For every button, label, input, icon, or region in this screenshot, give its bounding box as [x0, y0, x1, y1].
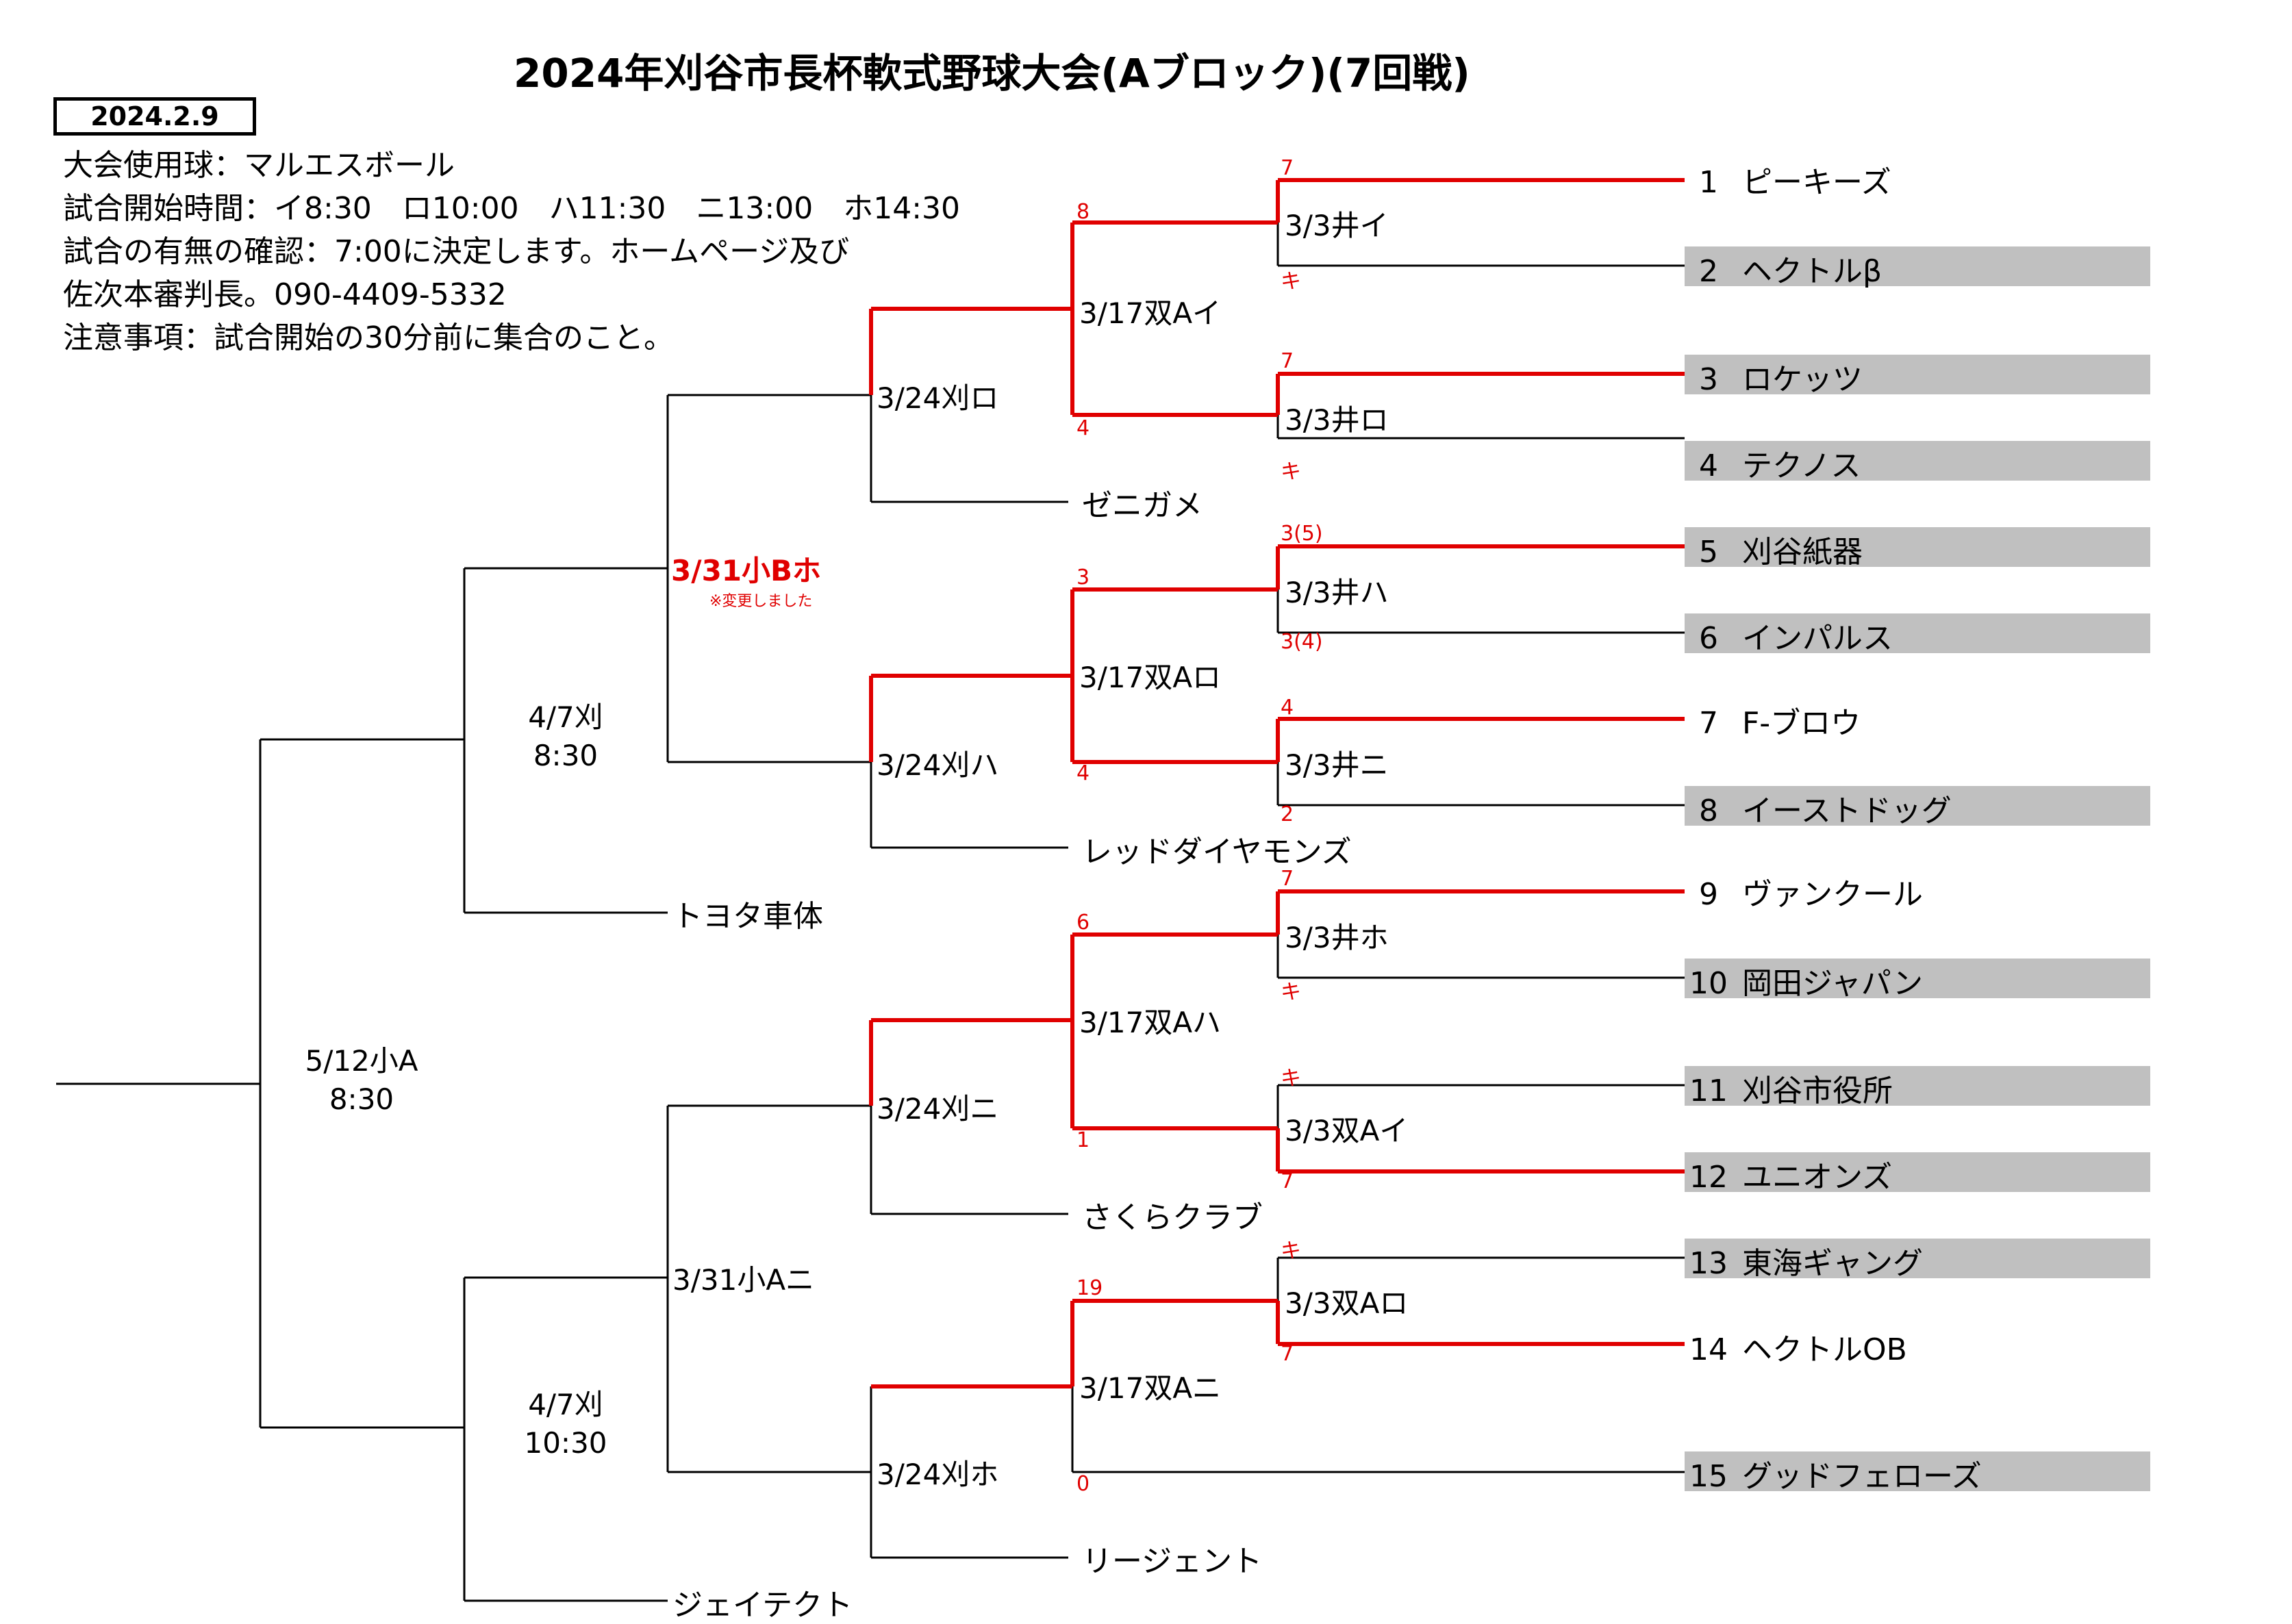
- info-umpire: 佐次本審判長。090-4409-5332: [63, 277, 507, 312]
- score: 8: [1076, 200, 1090, 224]
- score: 3: [1076, 566, 1090, 589]
- score: 7: [1281, 349, 1294, 373]
- entry-7: 7 F-ブロウ: [1699, 706, 1861, 741]
- entry-8: 8 イーストドッグ: [1699, 794, 1952, 828]
- match-label: 3/3井ロ: [1285, 403, 1389, 437]
- entry-shade: [1685, 613, 2150, 653]
- entry-2: 2 ヘクトルβ: [1699, 254, 1882, 289]
- entry-shade: [1685, 441, 2150, 481]
- seed-team: トヨタ車体: [672, 899, 823, 934]
- score: 7: [1281, 156, 1294, 180]
- match-label: 3/24刈ロ: [877, 381, 999, 415]
- page-title: 2024年刈谷市長杯軟式野球大会(Aブロック)(7回戦): [514, 50, 1470, 97]
- entry-14: 14 ヘクトルOB: [1689, 1332, 1907, 1367]
- entry-5: 5 刈谷紙器: [1699, 535, 1863, 570]
- entry-1: 1 ピーキーズ: [1699, 165, 1891, 200]
- final-date: 5/12小A: [305, 1044, 418, 1078]
- score: 3(4): [1281, 630, 1323, 654]
- entry-shade: [1685, 786, 2150, 826]
- semi-label-bottom: 4/7刈 10:30: [497, 1386, 634, 1462]
- score: 7: [1281, 1342, 1294, 1366]
- match-label: 3/24刈ニ: [877, 1092, 999, 1126]
- entry-9: 9 ヴァンクール: [1699, 877, 1923, 912]
- match-label: 3/3井ニ: [1285, 748, 1389, 782]
- match-label: 3/24刈ハ: [877, 748, 999, 782]
- score: キ: [1281, 460, 1301, 484]
- final-time: 8:30: [329, 1082, 394, 1116]
- entry-10: 10 岡田ジャパン: [1689, 966, 1923, 1001]
- entry-shade: [1685, 527, 2150, 567]
- entry-15: 15 グッドフェローズ: [1689, 1459, 1982, 1494]
- match-label: 3/3井イ: [1285, 209, 1389, 242]
- seed-team: リージェント: [1082, 1544, 1263, 1579]
- entry-shade: [1685, 1152, 2150, 1192]
- info-start-times: 試合開始時間：イ8:30 ロ10:00 ハ11:30 ニ13:00 ホ14:30: [63, 191, 961, 226]
- entry-shade: [1685, 1239, 2150, 1278]
- entry-shade: [1685, 1451, 2150, 1491]
- semi-date: 4/7刈: [528, 700, 603, 734]
- seed-team: レッドダイヤモンズ: [1082, 835, 1352, 870]
- semi-date: 4/7刈: [528, 1388, 603, 1421]
- score: キ: [1281, 1067, 1301, 1091]
- match-label: 3/3井ハ: [1285, 576, 1389, 609]
- semi-time: 8:30: [533, 739, 599, 772]
- match-label: 3/17双Aニ: [1079, 1371, 1222, 1405]
- info-notes: 注意事項：試合開始の30分前に集合のこと。: [63, 320, 674, 355]
- score: 4: [1281, 696, 1294, 720]
- entry-shade: [1685, 246, 2150, 286]
- info-confirmation: 試合の有無の確認：7:00に決定します。ホームページ及び: [63, 234, 850, 269]
- score: キ: [1281, 270, 1301, 294]
- score: 19: [1076, 1276, 1103, 1300]
- date-box: 2024.2.9: [53, 97, 256, 136]
- score: 4: [1076, 761, 1090, 785]
- score: 7: [1281, 867, 1294, 891]
- match-label: 3/3双Aロ: [1285, 1286, 1409, 1320]
- score: 3(5): [1281, 522, 1323, 546]
- score: 2: [1281, 802, 1294, 826]
- entry-shade: [1685, 959, 2150, 998]
- score: 4: [1076, 416, 1090, 440]
- match-label: 3/3双Aイ: [1285, 1114, 1409, 1147]
- seed-team: ゼニガメ: [1082, 488, 1202, 523]
- semi-label-top: 4/7刈 8:30: [497, 698, 634, 775]
- entry-12: 12 ユニオンズ: [1689, 1160, 1893, 1195]
- entry-13: 13 東海ギャング: [1689, 1246, 1923, 1281]
- match-label: 3/24刈ホ: [877, 1458, 999, 1491]
- entry-shade: [1685, 355, 2150, 394]
- score: キ: [1281, 980, 1301, 1004]
- match-label: 3/17双Aロ: [1079, 661, 1222, 694]
- final-label: 5/12小A 8:30: [293, 1042, 430, 1119]
- semi-time: 10:30: [524, 1426, 607, 1460]
- entry-shade: [1685, 1066, 2150, 1106]
- change-note: ※変更しました: [709, 593, 813, 610]
- info-ball: 大会使用球：マルエスボール: [63, 148, 455, 183]
- entry-3: 3 ロケッツ: [1699, 362, 1863, 397]
- seed-team: ジェイテクト: [672, 1588, 853, 1623]
- entry-11: 11 刈谷市役所: [1689, 1074, 1893, 1108]
- seed-team: さくらクラブ: [1082, 1200, 1263, 1235]
- match-label: 3/17双Aハ: [1079, 1006, 1222, 1039]
- entry-6: 6 インパルス: [1699, 621, 1893, 656]
- score: 0: [1076, 1472, 1090, 1496]
- score: 6: [1076, 911, 1090, 935]
- match-label: 3/3井ホ: [1285, 921, 1389, 954]
- match-label-changed: 3/31小Bホ: [671, 554, 822, 587]
- score: 1: [1076, 1128, 1090, 1152]
- score: 7: [1281, 1169, 1294, 1193]
- match-label: 3/17双Aイ: [1079, 296, 1222, 330]
- entry-4: 4 テクノス: [1699, 448, 1861, 483]
- match-label: 3/31小Aニ: [672, 1263, 815, 1297]
- score: キ: [1281, 1239, 1301, 1263]
